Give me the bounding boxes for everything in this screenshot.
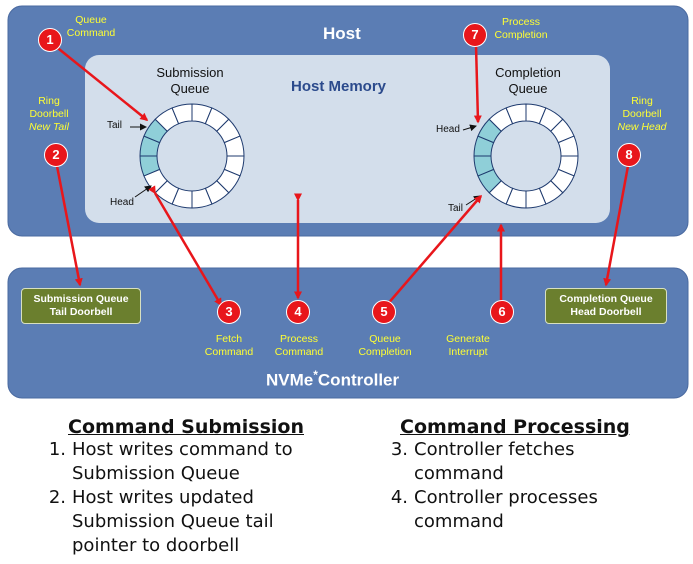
list-item: 4. Controller processes command <box>386 486 686 534</box>
host-memory-title: Host Memory <box>291 78 387 95</box>
completion-queue-head-doorbell: Completion Queue Head Doorbell <box>545 288 667 324</box>
step-2-label: Ring Doorbell New Tail <box>14 95 84 134</box>
step-8-label-line2: Doorbell <box>622 108 662 120</box>
step-2-label-line1: Ring <box>38 95 60 107</box>
completion-queue-title-line1: Completion <box>495 65 561 80</box>
completion-queue-ring <box>473 103 579 209</box>
step-3-label-line2: Command <box>204 346 254 358</box>
list-item-number: 4. <box>390 487 408 508</box>
list-item-line: Controller processes <box>414 487 598 508</box>
step-2-badge: 2 <box>44 143 68 167</box>
step-4-label-line1: Process <box>280 333 318 345</box>
cq-head-pointer <box>462 124 477 132</box>
list-item-line: Controller fetches <box>414 439 575 460</box>
arrow-step-3 <box>148 185 223 307</box>
controller-title-suffix: Controller <box>317 370 400 390</box>
step-5-label-line1: Queue <box>369 333 401 345</box>
step-8-badge: 8 <box>617 143 641 167</box>
sq-head-label: Head <box>110 197 134 208</box>
submission-queue-title-line2: Queue <box>170 81 210 96</box>
sq-slot <box>171 103 193 125</box>
controller-title: NVMe*Controller <box>266 368 399 391</box>
list-item-line: Submission Queue tail <box>72 511 274 532</box>
step-5-label-line2: Completion <box>358 346 412 358</box>
step-2-label-line3: New Tail <box>14 121 84 134</box>
command-processing-title: Command Processing <box>400 416 630 438</box>
list-item-text: Controller processes command <box>414 486 598 534</box>
step-1-label-line2: Command <box>66 27 116 39</box>
list-item-line: command <box>414 511 504 532</box>
sq-doorbell-line1: Submission Queue <box>33 293 129 305</box>
command-submission-title: Command Submission <box>68 416 304 438</box>
list-item-line: Host writes command to <box>72 439 293 460</box>
list-item-line: Host writes updated <box>72 487 254 508</box>
completion-queue-title: Completion Queue <box>468 65 588 97</box>
step-2-label-line3-text: New Tail <box>29 121 69 133</box>
cq-head-label: Head <box>436 124 460 135</box>
host-title: Host <box>323 24 361 43</box>
command-processing-list: 3. Controller fetches command 4. Controller… <box>386 438 686 534</box>
step-2-label-line2: Doorbell <box>29 108 69 120</box>
step-4-label-line2: Command <box>274 346 324 358</box>
step-3-label: Fetch Command <box>196 333 262 359</box>
list-item-text: Host writes command to Submission Queue <box>72 438 293 486</box>
arrow-step-2 <box>55 165 83 287</box>
step-1-label-line1: Queue <box>75 14 107 26</box>
completion-queue-title-line2: Queue <box>508 81 548 96</box>
step-7-label-line2: Completion <box>494 29 548 41</box>
step-6-label-line2: Interrupt <box>448 346 488 358</box>
step-6-label-line1: Generate <box>446 333 490 345</box>
arrow-step-1 <box>53 44 149 121</box>
command-processing-section: Command Processing 3. Controller fetches c… <box>386 416 686 534</box>
step-4-badge: 4 <box>286 300 310 324</box>
arrow-step-7 <box>473 44 482 124</box>
step-3-label-line1: Fetch <box>215 333 243 345</box>
list-item: 1. Host writes command to Submission Queue <box>38 438 358 486</box>
command-submission-section: Command Submission 1. Host writes command… <box>38 416 358 558</box>
list-item: 3. Controller fetches command <box>386 438 686 486</box>
list-item-number: 3. <box>390 439 408 460</box>
step-5-label: Queue Completion <box>350 333 420 359</box>
controller-title-prefix: NVMe <box>266 370 314 390</box>
list-item-number: 1. <box>48 439 66 460</box>
arrow-step-5 <box>385 194 482 307</box>
step-8-label-line1: Ring <box>631 95 653 107</box>
step-3-badge: 3 <box>217 300 241 324</box>
step-1-label: Queue Command <box>60 14 122 40</box>
list-item-line: command <box>414 463 504 484</box>
cq-doorbell-line1: Completion Queue <box>559 293 653 305</box>
step-8-label-line3-text: New Head <box>617 121 667 133</box>
list-item-text: Controller fetches command <box>414 438 575 486</box>
step-6-badge: 6 <box>490 300 514 324</box>
sq-tail-label: Tail <box>107 120 123 131</box>
submission-queue-title: Submission Queue <box>130 65 250 97</box>
submission-queue-tail-doorbell: Submission Queue Tail Doorbell <box>21 288 141 324</box>
step-7-badge: 7 <box>463 23 487 47</box>
step-8-label: Ring Doorbell New Head <box>604 95 680 134</box>
step-7-label: Process Completion <box>486 16 556 42</box>
step-4-label: Process Command <box>266 333 332 359</box>
controller-title-mark: * <box>313 368 318 382</box>
command-submission-list: 1. Host writes command to Submission Queue… <box>38 438 358 558</box>
cq-slot <box>505 103 527 125</box>
submission-queue-title-line1: Submission <box>156 65 224 80</box>
list-item-line: pointer to doorbell <box>72 535 240 556</box>
arrow-step-8 <box>603 165 630 287</box>
step-7-label-line1: Process <box>502 16 540 28</box>
step-6-label: Generate Interrupt <box>433 333 503 359</box>
step-1-badge: 1 <box>38 28 62 52</box>
list-item-number: 2. <box>48 487 66 508</box>
step-5-badge: 5 <box>372 300 396 324</box>
cq-doorbell-line2: Head Doorbell <box>570 306 642 318</box>
sq-doorbell-line2: Tail Doorbell <box>49 306 113 318</box>
step-8-label-line3: New Head <box>604 121 680 134</box>
cq-tail-label: Tail <box>448 203 464 214</box>
list-item-line: Submission Queue <box>72 463 240 484</box>
